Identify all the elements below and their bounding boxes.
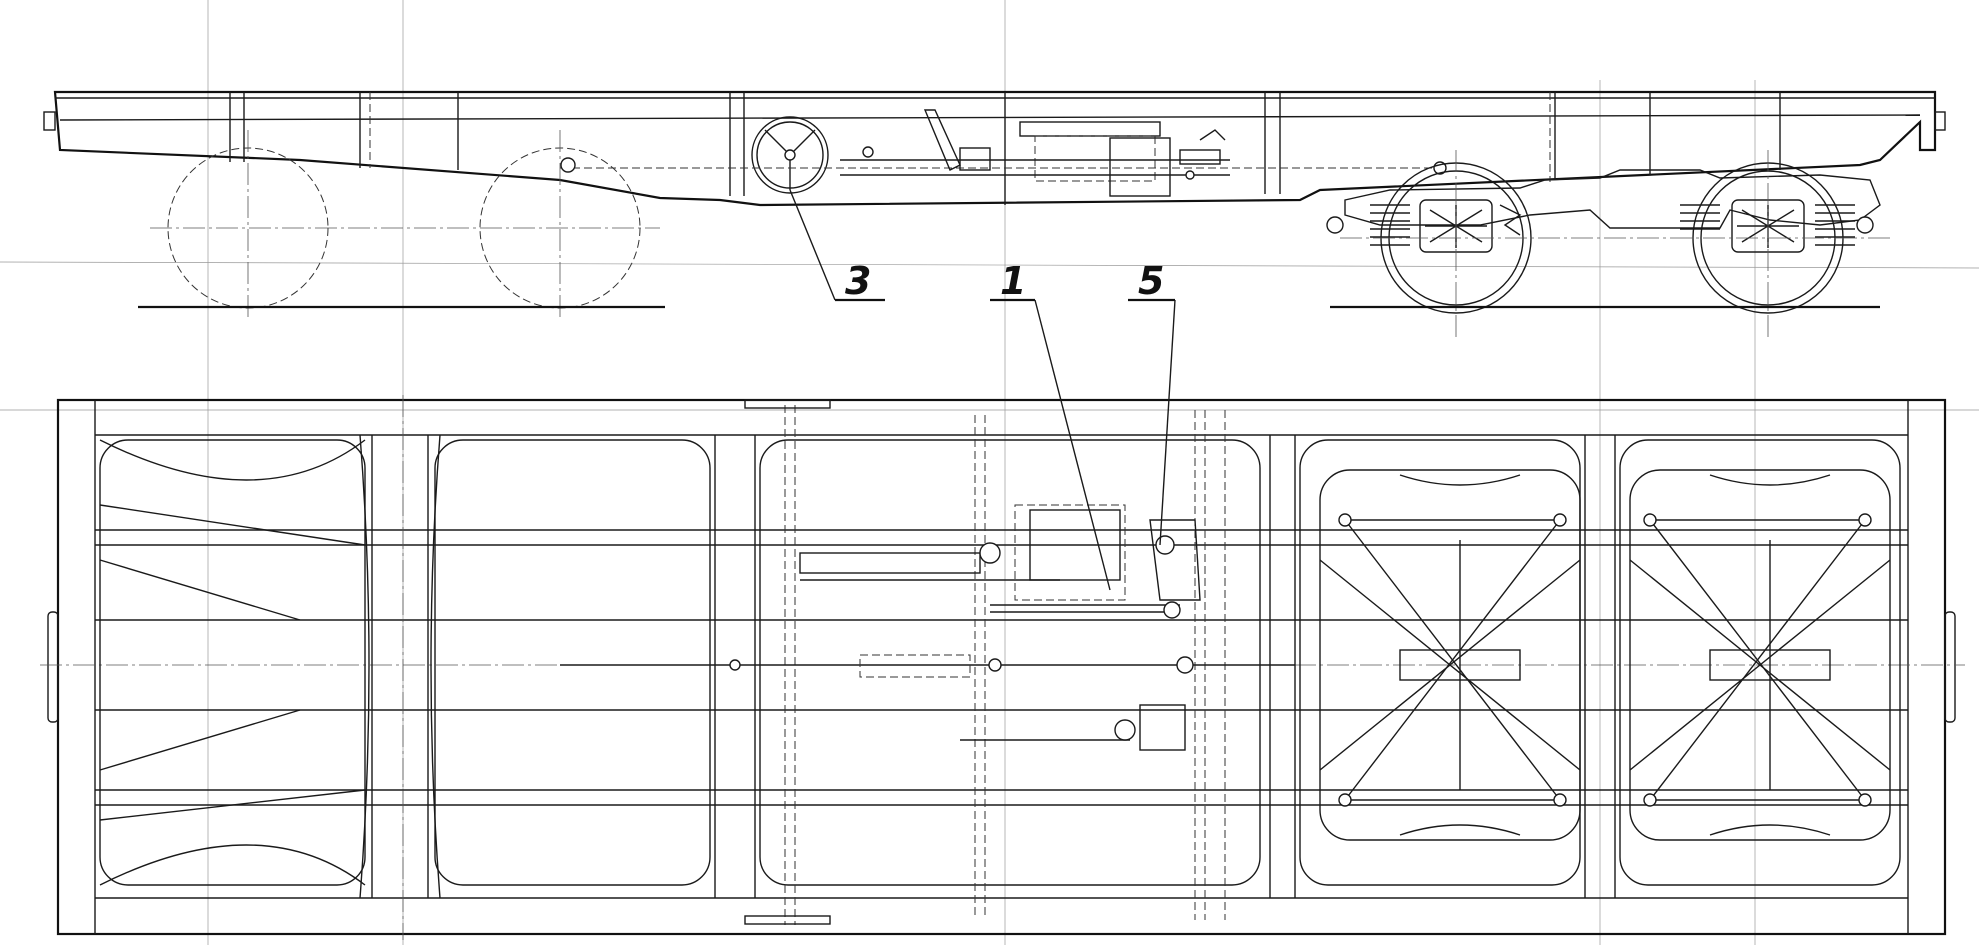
- plan-view: [40, 395, 1965, 940]
- callout-3: 3: [789, 189, 885, 303]
- callout-1-label: 1: [1000, 259, 1026, 303]
- callout-1: 1: [990, 259, 1111, 591]
- bogie-plan: [1319, 469, 1891, 841]
- side-elevation: [43, 90, 1946, 340]
- callout-3-label: 3: [845, 259, 871, 303]
- brake-beams: [744, 399, 1226, 925]
- callout-5: 5: [1128, 259, 1176, 546]
- callouts: 3 1 5: [789, 189, 1176, 591]
- brake-rigging-plan: [560, 504, 1295, 751]
- bogie-side: [1326, 150, 1890, 340]
- callout-5-label: 5: [1138, 259, 1164, 303]
